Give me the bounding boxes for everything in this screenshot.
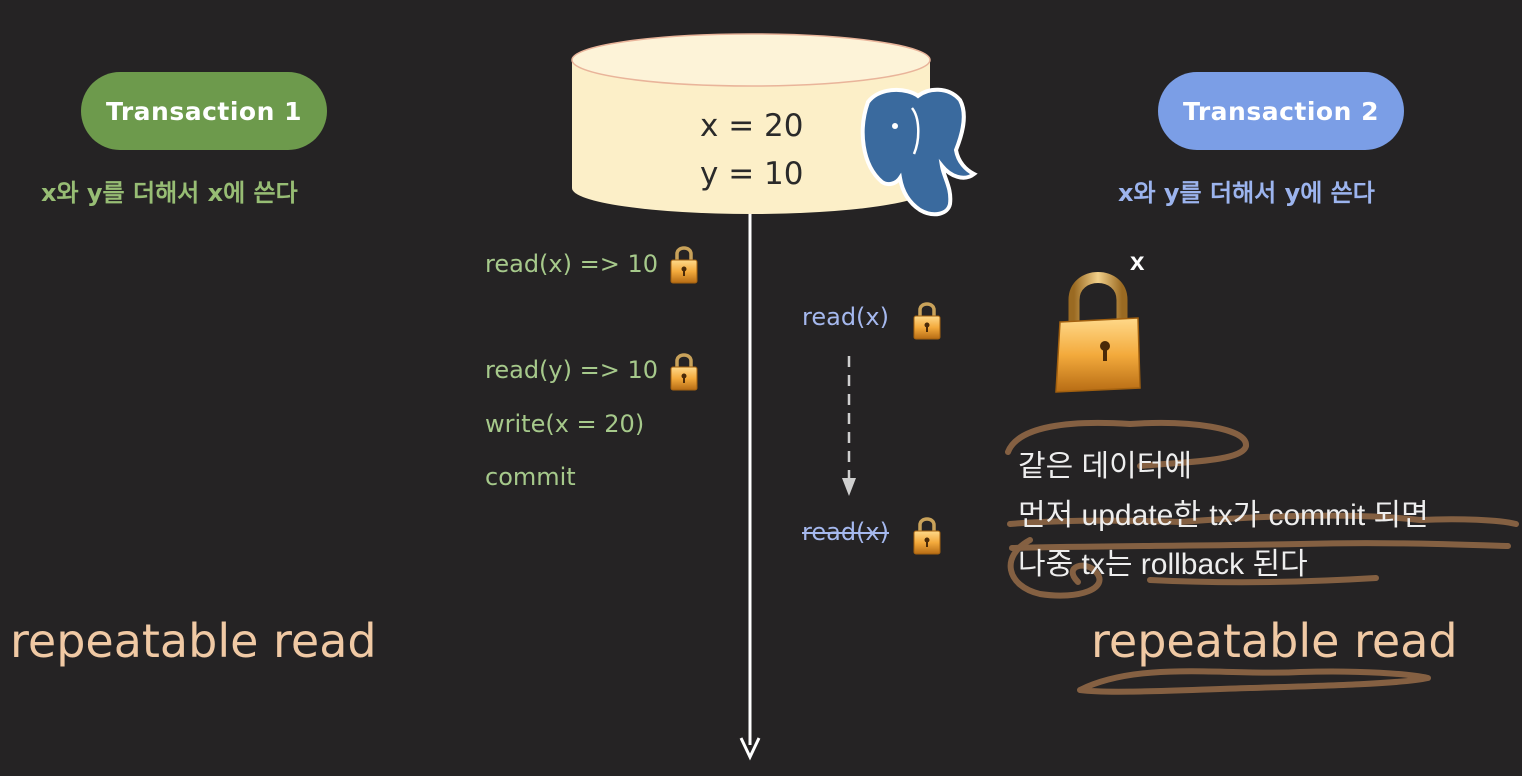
transaction-2-badge: Transaction 2	[1158, 72, 1404, 150]
lock-icon	[913, 302, 941, 340]
tx2-op-read-x: read(x)	[802, 303, 889, 331]
transaction-2-description: x와 y를 더해서 y에 쓴다	[1118, 179, 1375, 207]
wait-arrowhead	[842, 478, 856, 496]
tx1-op-read-y: read(y) => 10	[485, 356, 658, 384]
isolation-level-right: repeatable read	[1091, 614, 1458, 668]
annotation-scribbles	[1005, 419, 1519, 695]
tx1-op-read-x: read(x) => 10	[485, 250, 658, 278]
transaction-1-description: x와 y를 더해서 x에 쓴다	[41, 179, 298, 207]
postgresql-elephant-icon	[860, 87, 978, 217]
tx1-op-write-x: write(x = 20)	[485, 410, 645, 438]
note-line-3: 나중 tx는 rollback 된다	[1018, 548, 1308, 581]
lock-x-marker: x	[1130, 246, 1145, 276]
lock-icon	[913, 517, 941, 555]
big-lock-icon	[1055, 272, 1141, 393]
transaction-1-label: Transaction 1	[106, 96, 302, 126]
tx1-op-commit: commit	[485, 463, 576, 491]
transaction-2-label: Transaction 2	[1183, 96, 1379, 126]
timeline-arrowhead	[739, 737, 761, 761]
db-value-x: x = 20	[700, 108, 804, 144]
db-value-y: y = 10	[700, 156, 804, 192]
transaction-1-badge: Transaction 1	[81, 72, 327, 150]
note-line-2: 먼저 update한 tx가 commit 되면	[1018, 499, 1429, 532]
isolation-level-left: repeatable read	[10, 614, 377, 668]
tx2-op-read-x-rolled-back: read(x)	[802, 518, 889, 546]
lock-icon	[670, 353, 698, 391]
note-line-1: 같은 데이터에	[1018, 450, 1192, 483]
lock-icon	[670, 246, 698, 284]
